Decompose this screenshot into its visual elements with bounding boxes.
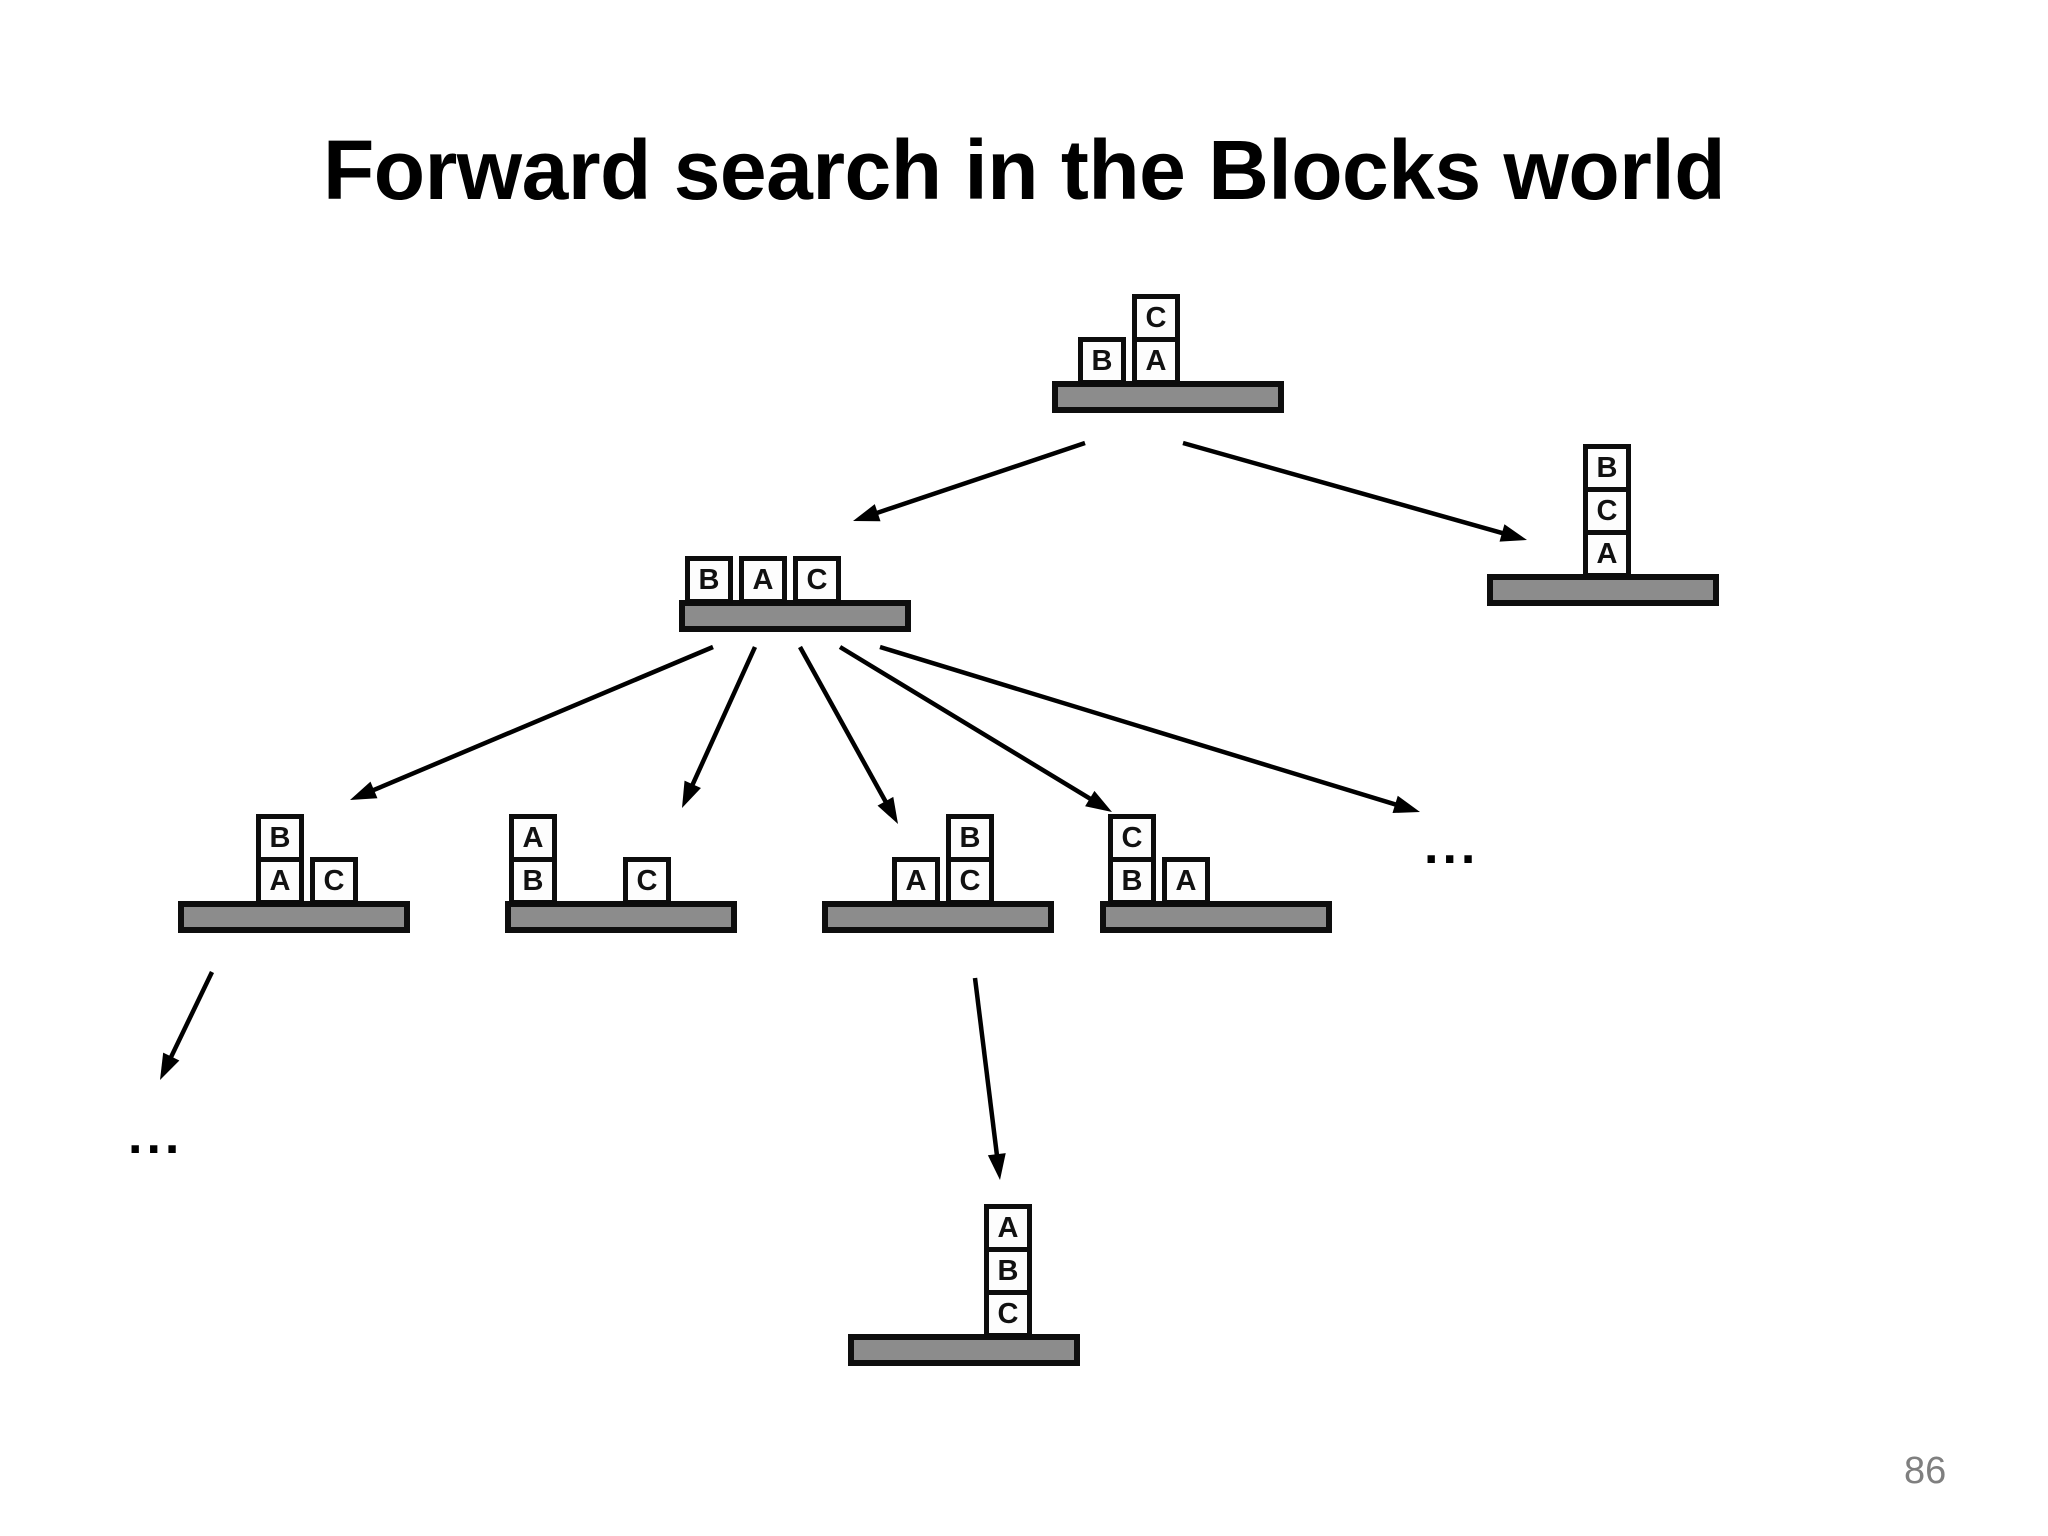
table-surface — [822, 901, 1054, 933]
table-surface — [1052, 381, 1284, 413]
block-a: A — [1162, 857, 1210, 905]
block-c: C — [1132, 294, 1180, 342]
block-c: C — [310, 857, 358, 905]
block-c: C — [623, 857, 671, 905]
arrow-mid1-to-leaf2 — [682, 646, 758, 808]
block-b: B — [1583, 444, 1631, 492]
block-b: B — [984, 1247, 1032, 1295]
block-stack: A — [892, 857, 940, 905]
table-surface — [1487, 574, 1719, 606]
block-c: C — [984, 1290, 1032, 1338]
page-number: 86 — [1904, 1450, 1947, 1492]
block-stack: B — [1078, 337, 1126, 385]
table-surface — [1100, 901, 1332, 933]
block-stack: B — [685, 556, 733, 604]
block-b: B — [946, 814, 994, 862]
block-b: B — [685, 556, 733, 604]
arrow-root-to-right1 — [1182, 440, 1527, 542]
block-b: B — [256, 814, 304, 862]
block-a: A — [509, 814, 557, 862]
block-stack: C — [793, 556, 841, 604]
arrow-mid1-to-leaf1 — [350, 644, 714, 800]
table-surface — [679, 600, 911, 632]
block-stack: C — [310, 857, 358, 905]
block-b: B — [1078, 337, 1126, 385]
block-c: C — [1108, 814, 1156, 862]
block-a: A — [739, 556, 787, 604]
arrow-root-to-mid1 — [853, 440, 1086, 522]
ellipsis-level3-right: ... — [1424, 817, 1480, 875]
ellipsis-level4-left: ... — [128, 1107, 184, 1165]
block-a: A — [892, 857, 940, 905]
table-surface — [848, 1334, 1080, 1366]
block-c: C — [1583, 487, 1631, 535]
block-c: C — [793, 556, 841, 604]
arrow-leaf1-to-ellipsis — [160, 971, 215, 1080]
block-a: A — [1583, 530, 1631, 578]
page-title: Forward search in the Blocks world — [322, 123, 1726, 217]
block-b: B — [1108, 857, 1156, 905]
block-c: C — [946, 857, 994, 905]
block-stack: A — [739, 556, 787, 604]
block-stack: A — [1162, 857, 1210, 905]
block-a: A — [256, 857, 304, 905]
arrow-leaf3-to-goal — [972, 977, 1006, 1180]
arrow-mid1-to-leaf4 — [838, 645, 1112, 812]
arrow-mid1-to-ellipsis — [879, 644, 1420, 814]
block-a: A — [984, 1204, 1032, 1252]
block-a: A — [1132, 337, 1180, 385]
block-b: B — [509, 857, 557, 905]
table-surface — [178, 901, 410, 933]
block-stack: C — [623, 857, 671, 905]
table-surface — [505, 901, 737, 933]
arrow-mid1-to-leaf3 — [798, 645, 898, 824]
